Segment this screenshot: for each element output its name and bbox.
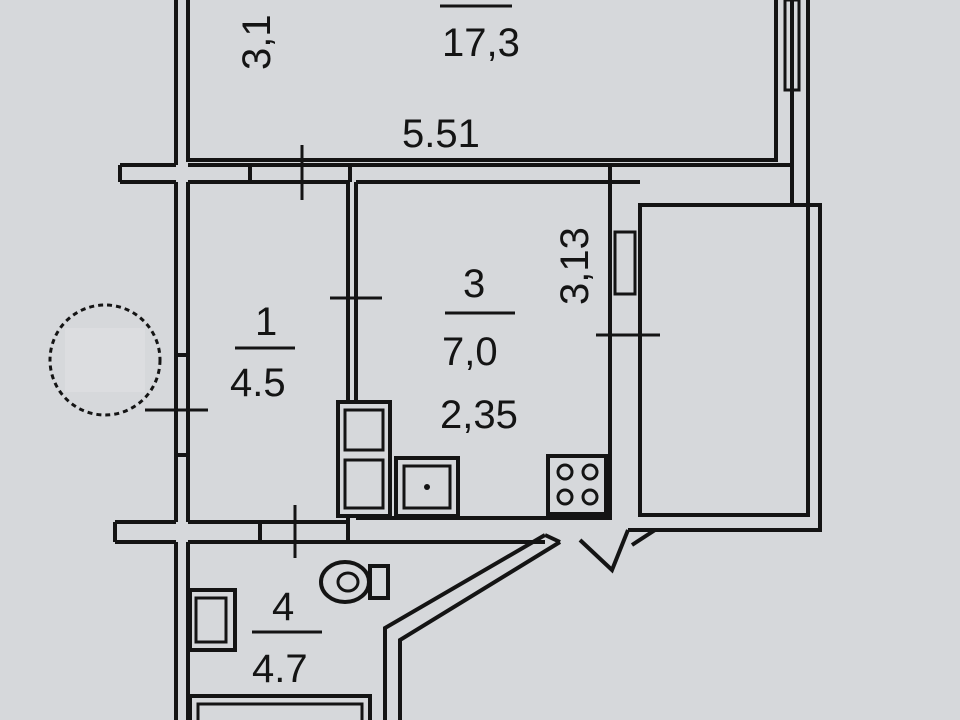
bathroom-area: 4.7: [252, 647, 308, 691]
redacted-marker: [65, 328, 145, 392]
fixtures: [188, 400, 608, 720]
section-marker-circle: [48, 303, 162, 417]
toilet-icon: [319, 560, 390, 604]
hall-area: 4.5: [230, 361, 286, 405]
window-kitchen: [613, 230, 637, 296]
labels: 3,1 17,3 5.51 1 4.5 3 7,0 2,35 3,13 4 4.…: [230, 4, 597, 691]
living-width: 5.51: [402, 112, 480, 156]
bathroom-number: 4: [272, 585, 294, 629]
kitchen-length: 3,13: [553, 227, 597, 305]
kitchen-number: 3: [463, 262, 485, 306]
kitchen-area: 7,0: [442, 330, 498, 374]
window-living: [783, 0, 801, 92]
stove-icon: [546, 454, 608, 516]
living-area: 17,3: [442, 21, 520, 65]
walls: [113, 0, 822, 720]
fridge-icon: [336, 400, 392, 518]
bathtub-icon: [188, 694, 372, 720]
living-length: 3,1: [235, 14, 279, 70]
washbasin-icon: [188, 588, 237, 652]
kitchen-width: 2,35: [440, 393, 518, 437]
sink-icon: [394, 456, 460, 518]
loggia: [638, 203, 810, 517]
hall-number: 1: [255, 300, 277, 344]
